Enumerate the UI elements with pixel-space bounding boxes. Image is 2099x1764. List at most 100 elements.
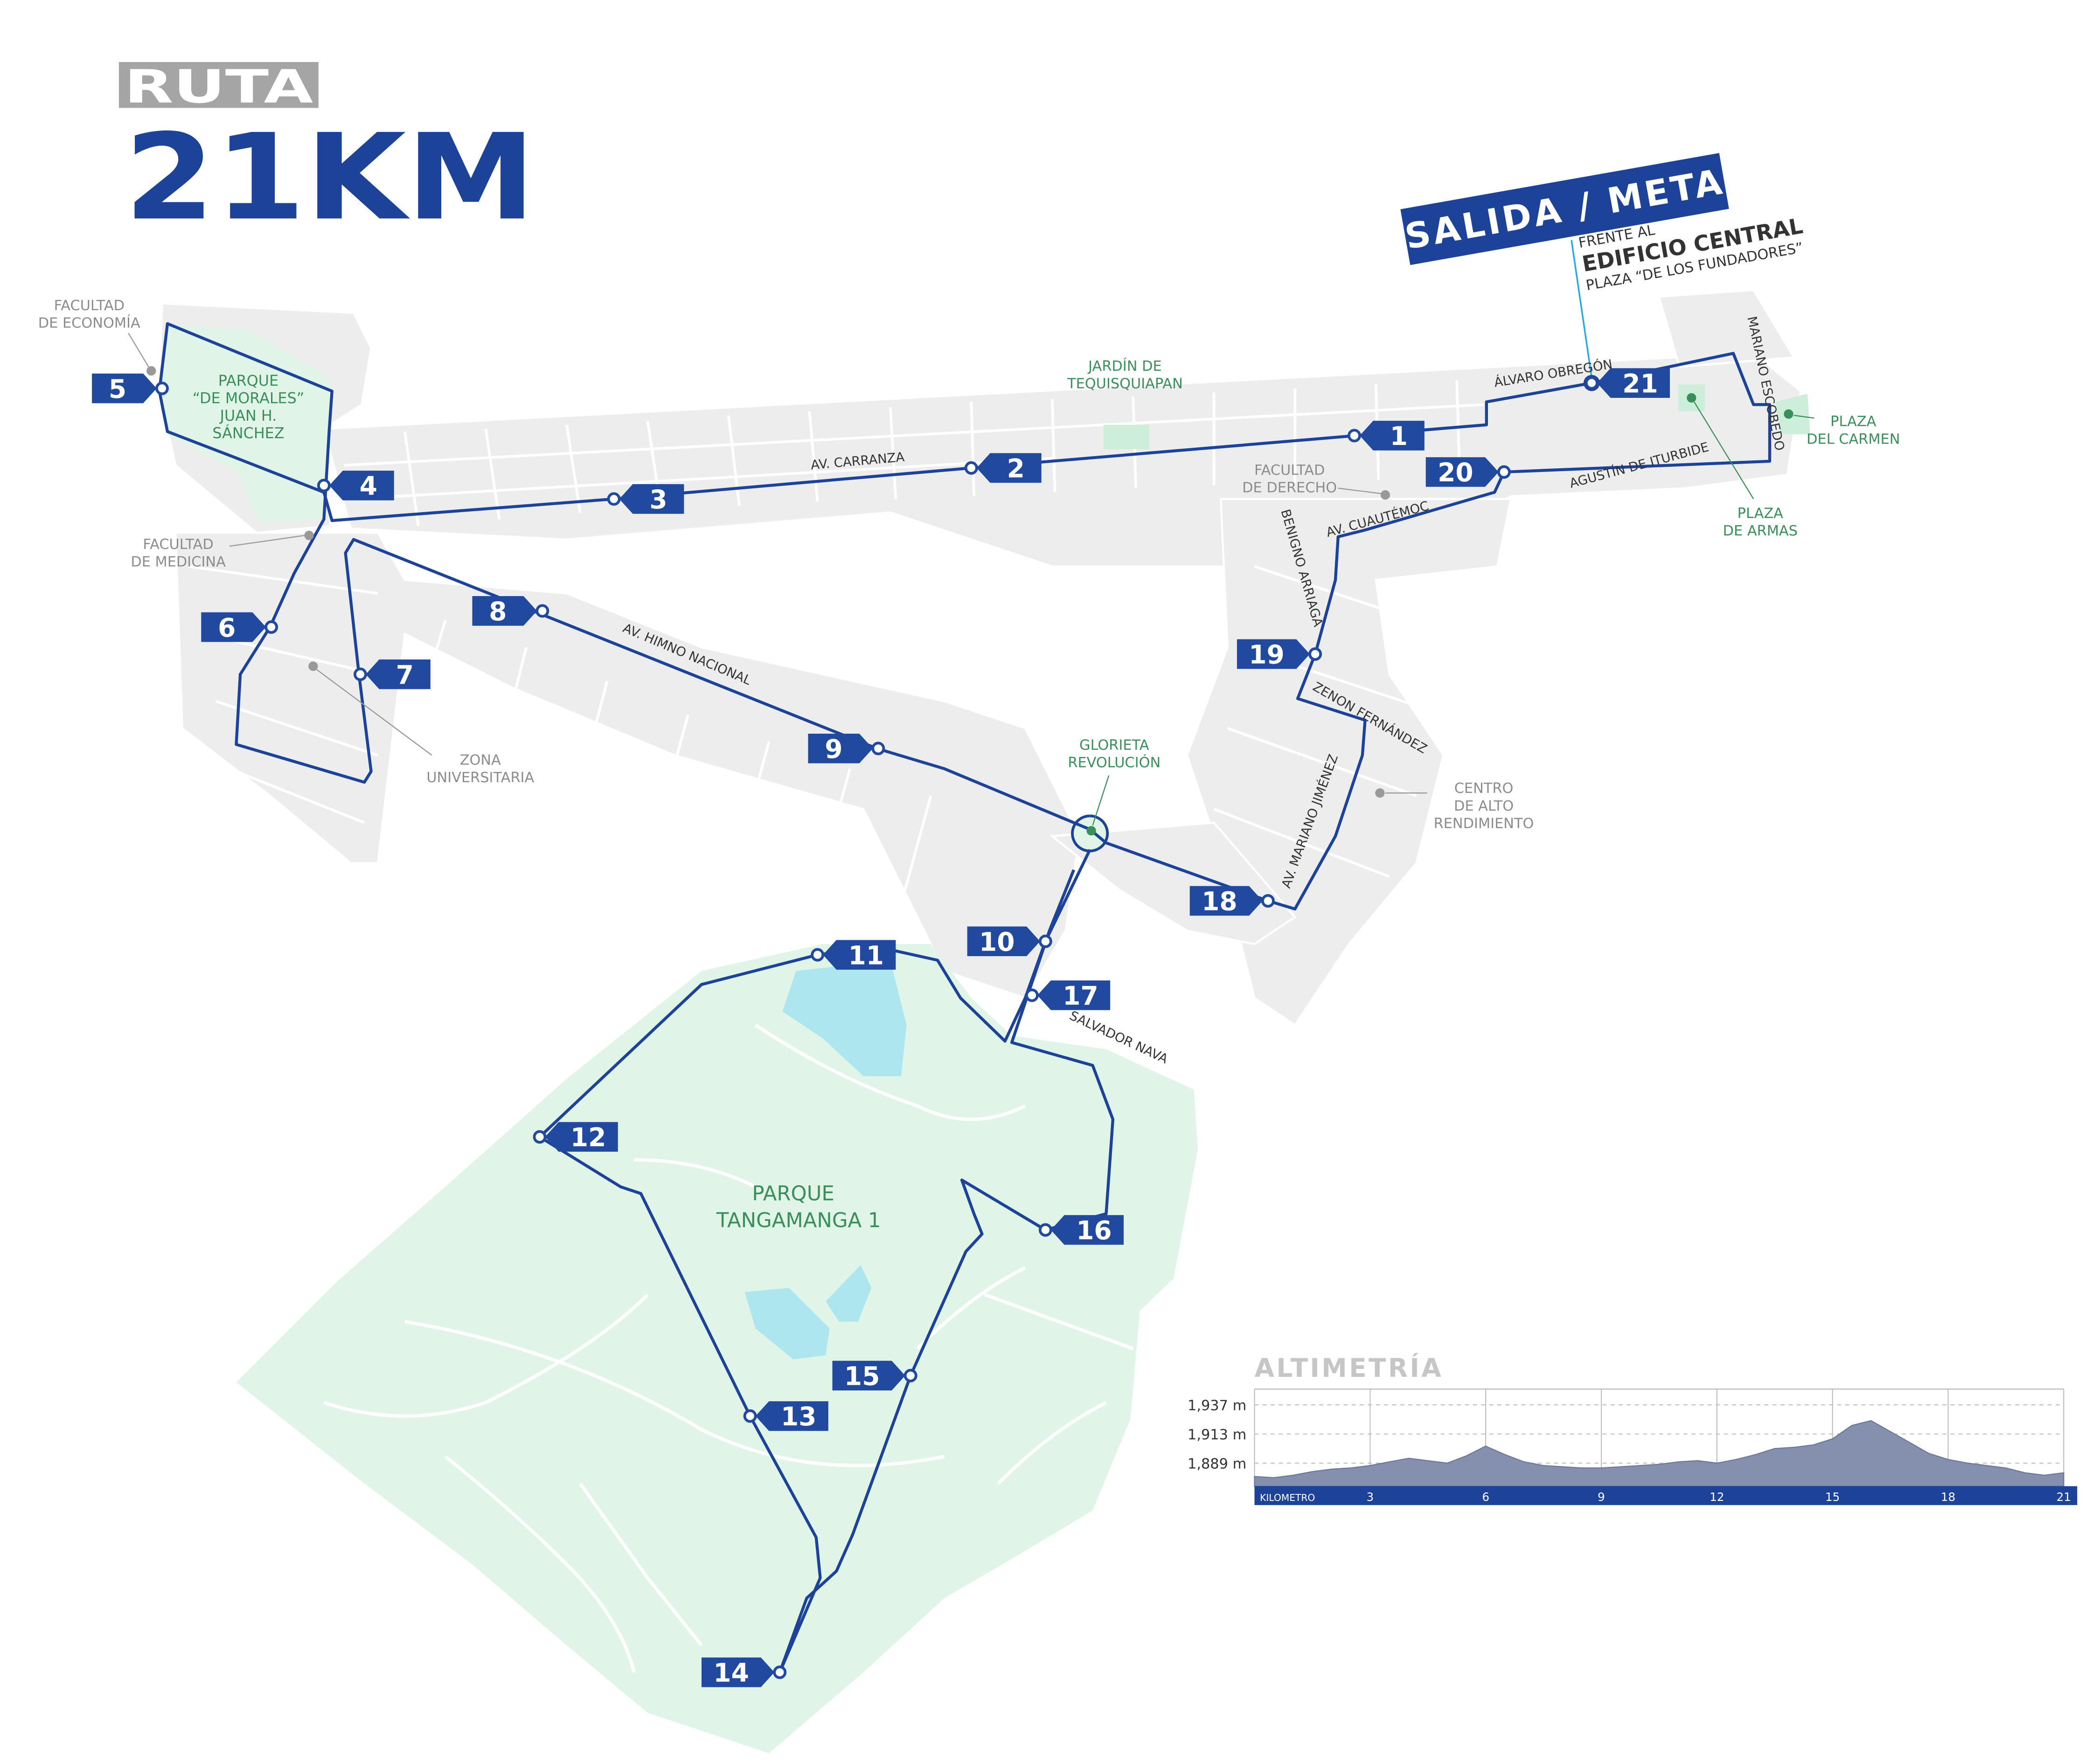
km-marker-label: 4 xyxy=(360,471,377,501)
km-marker-18: 18 xyxy=(1189,886,1275,917)
km-marker-label: 9 xyxy=(825,734,842,764)
km-marker-10: 10 xyxy=(967,926,1052,957)
km-marker-tag xyxy=(1037,980,1111,1010)
km-marker-label: 21 xyxy=(1622,368,1658,398)
altimetry-x-tick: 15 xyxy=(1825,1490,1840,1504)
jardin-tequisquiapan-area xyxy=(1103,424,1149,449)
km-marker-tag xyxy=(619,484,684,514)
ruta-title: RUTA xyxy=(124,61,313,114)
km-marker-tag xyxy=(545,1122,618,1152)
svg-text:DE DERECHO: DE DERECHO xyxy=(1242,479,1337,496)
svg-text:GLORIETA: GLORIETA xyxy=(1079,737,1149,754)
km-marker-label: 11 xyxy=(848,940,884,970)
km-marker-tag xyxy=(1360,421,1425,451)
km-marker-dot xyxy=(1348,429,1361,443)
svg-text:UNIVERSITARIA: UNIVERSITARIA xyxy=(426,770,534,786)
svg-text:PARQUE: PARQUE xyxy=(218,372,278,389)
km-marker-2: 2 xyxy=(964,453,1042,484)
km-marker-dot xyxy=(354,667,367,681)
place-labels: FACULTAD DE ECONOMÍA FACULTAD DE MEDICIN… xyxy=(38,298,1900,1232)
altimetry-y-labels: 1,937 m1,913 m1,889 m xyxy=(1188,1398,1246,1472)
km-marker-tag xyxy=(808,733,873,764)
km-marker-dot xyxy=(317,479,331,493)
svg-text:FACULTAD: FACULTAD xyxy=(143,536,213,553)
km-marker-label: 16 xyxy=(1076,1215,1112,1245)
km-marker-16: 16 xyxy=(1038,1215,1124,1245)
km-marker-5: 5 xyxy=(92,373,169,404)
km-marker-label: 6 xyxy=(218,613,236,643)
km-marker-dot xyxy=(1038,1223,1052,1237)
km-marker-tag xyxy=(201,612,266,642)
svg-text:FACULTAD: FACULTAD xyxy=(1254,462,1325,479)
svg-text:DEL CARMEN: DEL CARMEN xyxy=(1807,431,1900,447)
km-marker-label: 1 xyxy=(1390,421,1408,451)
km-marker-dot xyxy=(155,382,169,396)
svg-text:DE ALTO: DE ALTO xyxy=(1454,798,1514,814)
km-marker-tag xyxy=(1050,1215,1124,1245)
svg-text:PLAZA: PLAZA xyxy=(1738,505,1783,521)
km-marker-tag xyxy=(92,373,157,403)
km-marker-label: 17 xyxy=(1063,981,1098,1011)
km-marker-dot xyxy=(1025,988,1039,1002)
km-marker-tag xyxy=(967,926,1040,957)
km-marker-label: 8 xyxy=(489,597,507,626)
km-marker-20: 20 xyxy=(1425,457,1511,487)
km-marker-dot xyxy=(811,948,825,962)
svg-text:PARQUE: PARQUE xyxy=(752,1182,834,1205)
km-marker-8: 8 xyxy=(472,596,549,626)
start-leader xyxy=(1571,240,1593,378)
km-marker-6: 6 xyxy=(201,612,278,643)
altimetry-axis-title: KILOMETRO xyxy=(1260,1492,1315,1503)
altimetry-x-tick: 12 xyxy=(1710,1490,1724,1504)
label-plaza-armas: PLAZA DE ARMAS xyxy=(1687,393,1798,539)
label-facultad-medicina: FACULTAD DE MEDICINA xyxy=(131,530,314,570)
label-facultad-derecho: FACULTAD DE DERECHO xyxy=(1242,462,1390,500)
svg-text:REVOLUCIÓN: REVOLUCIÓN xyxy=(1068,754,1161,771)
altimetry-profile xyxy=(1254,1420,2064,1487)
km-marker-13: 13 xyxy=(743,1401,828,1431)
km-marker-tag xyxy=(1237,639,1310,669)
km-marker-tag xyxy=(976,453,1042,483)
km-marker-tag xyxy=(1425,457,1499,487)
altimetry-x-tick: 21 xyxy=(2057,1490,2071,1504)
altimetry-x-tick: 6 xyxy=(1482,1490,1489,1504)
km-marker-15: 15 xyxy=(832,1361,917,1391)
km-marker-label: 3 xyxy=(649,485,667,514)
km-marker-tag xyxy=(1189,886,1263,916)
km-marker-label: 15 xyxy=(844,1361,880,1391)
km-marker-tag xyxy=(472,596,537,626)
km-marker-label: 7 xyxy=(396,660,414,690)
label-tangamanga: PARQUE TANGAMANGA 1 xyxy=(716,1182,881,1232)
km-marker-label: 20 xyxy=(1438,458,1473,487)
km-marker-label: 10 xyxy=(979,927,1015,957)
distance-title: 21KM xyxy=(124,109,535,247)
km-marker-11: 11 xyxy=(811,940,896,970)
km-marker-dot xyxy=(607,492,621,506)
start-badge xyxy=(1400,153,1729,265)
lake-north xyxy=(782,960,907,1076)
km-marker-19: 19 xyxy=(1237,639,1322,670)
km-marker-4: 4 xyxy=(317,471,394,501)
km-marker-3: 3 xyxy=(607,484,684,514)
label-glorieta: GLORIETA REVOLUCIÓN xyxy=(1068,737,1161,836)
km-marker-tag xyxy=(1597,368,1670,398)
km-marker-label: 2 xyxy=(1007,454,1025,484)
km-marker-dot xyxy=(1497,465,1511,479)
altimetry-x-tick: 18 xyxy=(1941,1490,1955,1504)
altimetry-axis-bar xyxy=(1254,1486,2078,1505)
svg-text:PLAZA: PLAZA xyxy=(1830,414,1876,430)
km-marker-7: 7 xyxy=(354,659,431,690)
svg-text:SÁNCHEZ: SÁNCHEZ xyxy=(212,424,284,442)
svg-text:FACULTAD: FACULTAD xyxy=(54,298,125,314)
svg-text:TANGAMANGA 1: TANGAMANGA 1 xyxy=(716,1209,881,1232)
altimetry-y-tick: 1,889 m xyxy=(1188,1456,1246,1472)
svg-text:RENDIMIENTO: RENDIMIENTO xyxy=(1434,815,1534,832)
km-marker-label: 19 xyxy=(1249,640,1284,670)
park-paths xyxy=(323,1023,1134,1673)
km-marker-dot xyxy=(904,1368,917,1382)
label-plaza-carmen: PLAZA DEL CARMEN xyxy=(1784,409,1900,447)
km-marker-tag xyxy=(832,1361,905,1391)
